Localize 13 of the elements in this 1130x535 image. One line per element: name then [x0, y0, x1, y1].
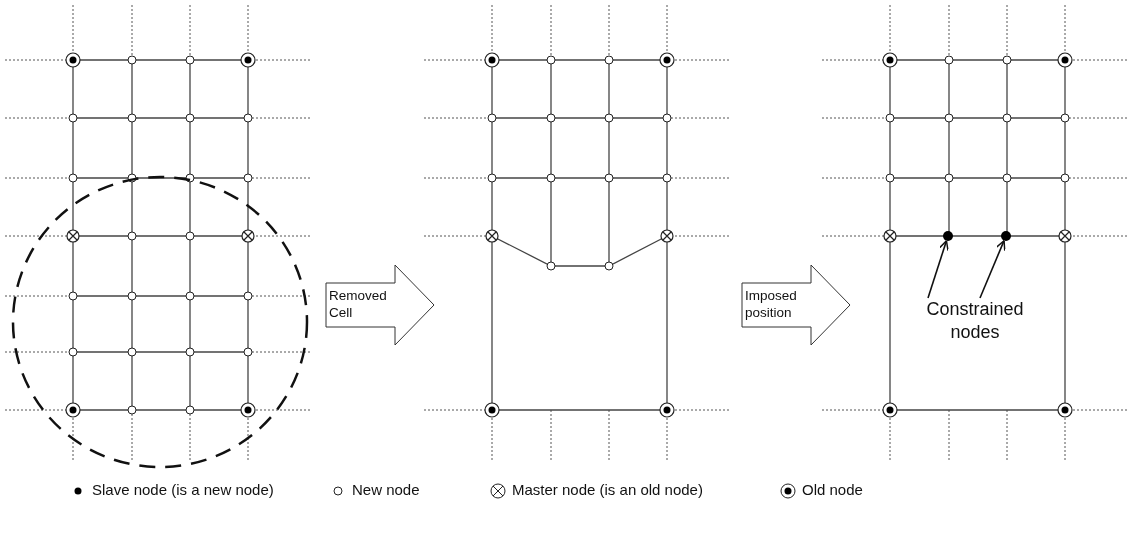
legend-text: Master node (is an old node) [512, 481, 703, 498]
callout-text: Constrained nodes [910, 298, 1040, 346]
arrow-label: Removed Cell [329, 287, 388, 321]
block-arrow [741, 264, 851, 346]
legend-text: Slave node (is a new node) [92, 481, 274, 498]
slave-node-dot [1001, 231, 1011, 241]
arrow [979, 239, 1006, 299]
arrow-label: Imposed position [745, 287, 798, 321]
arrow [927, 239, 949, 299]
block-arrow [325, 264, 435, 346]
slave-node-dot [943, 231, 953, 241]
legend-text: Old node [802, 481, 863, 498]
legend-text: New node [352, 481, 420, 498]
